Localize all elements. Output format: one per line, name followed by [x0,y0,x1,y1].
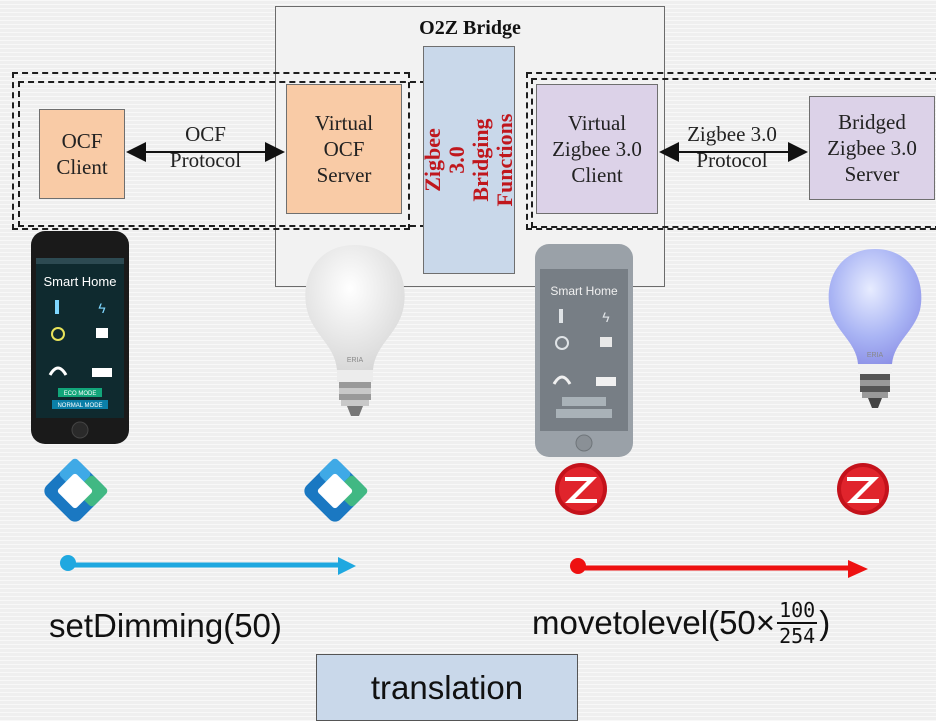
svg-text:ϟ: ϟ [98,300,106,316]
zigbee-arrow-head [848,560,868,578]
white-bulb-image: ERIA [305,245,405,416]
zigbee-arrow-start-dot [570,558,586,574]
zigbee-dashed-region [526,72,936,230]
zigbee-command-prefix: movetolevel(50× [532,604,776,641]
zigbee-logo-icon-2 [837,463,889,515]
color-bulb-image: ERIA [828,249,922,408]
smartphone-zigbee-image: Smart Home ϟ [535,244,633,457]
ocf-dashed-region [12,72,410,230]
fraction-numerator: 100 [777,598,818,624]
virtual-ocf-server-label: Virtual OCF Server [314,111,374,187]
ocf-arrow-start-dot [60,555,76,571]
zigbee-inner-dashed [531,78,936,228]
phone-btn-normal: NORMAL MODE [57,403,102,409]
ocf-client-box: OCF Client [39,109,125,199]
smartphone-ocf-image: Smart Home ϟ ECO MODE NORMAL MODE [31,231,129,444]
ocf-logo-icon [44,458,108,522]
phone-title: Smart Home [44,274,117,289]
bridged-zigbee-server-box: Bridged Zigbee 3.0 Server [809,96,935,200]
bulb2-brand: ERIA [867,352,884,359]
ocf-protocol-label: OCF Protocol [169,122,242,172]
svg-text:ϟ: ϟ [602,309,610,325]
ocf-logo-icon-2 [304,458,368,522]
bridge-title: O2Z Bridge [419,17,521,39]
zigbee-command-suffix: ) [819,604,831,641]
virtual-ocf-server-box: Virtual OCF Server [286,84,402,214]
ocf-command-text: setDimming(50) [49,607,282,644]
ocf-client-label: OCF Client [56,129,108,179]
zigbee-fraction: 100 254 [777,598,818,648]
zigbee-command: movetolevel(50× 100 254 ) [532,588,830,658]
zigbee-protocol-label: Zigbee 3.0 Protocol [687,122,777,172]
virtual-zigbee-client-box: Virtual Zigbee 3.0 Client [536,84,658,214]
zigbee-logo-icon [555,463,607,515]
translation-box: translation [316,654,578,721]
bridging-functions-label: Zigbee 3.0 Bridging Functions [420,113,517,207]
phone2-title: Smart Home [550,284,618,298]
phone-btn-eco: ECO MODE [64,391,97,397]
ocf-arrow-head [338,557,356,575]
bridging-functions-box: Zigbee 3.0 Bridging Functions [420,46,517,274]
bridged-zigbee-server-label: Bridged Zigbee 3.0 Server [827,110,917,186]
fraction-denominator: 254 [779,624,816,648]
virtual-zigbee-client-label: Virtual Zigbee 3.0 Client [552,111,642,187]
bulb1-brand: ERIA [347,357,364,364]
